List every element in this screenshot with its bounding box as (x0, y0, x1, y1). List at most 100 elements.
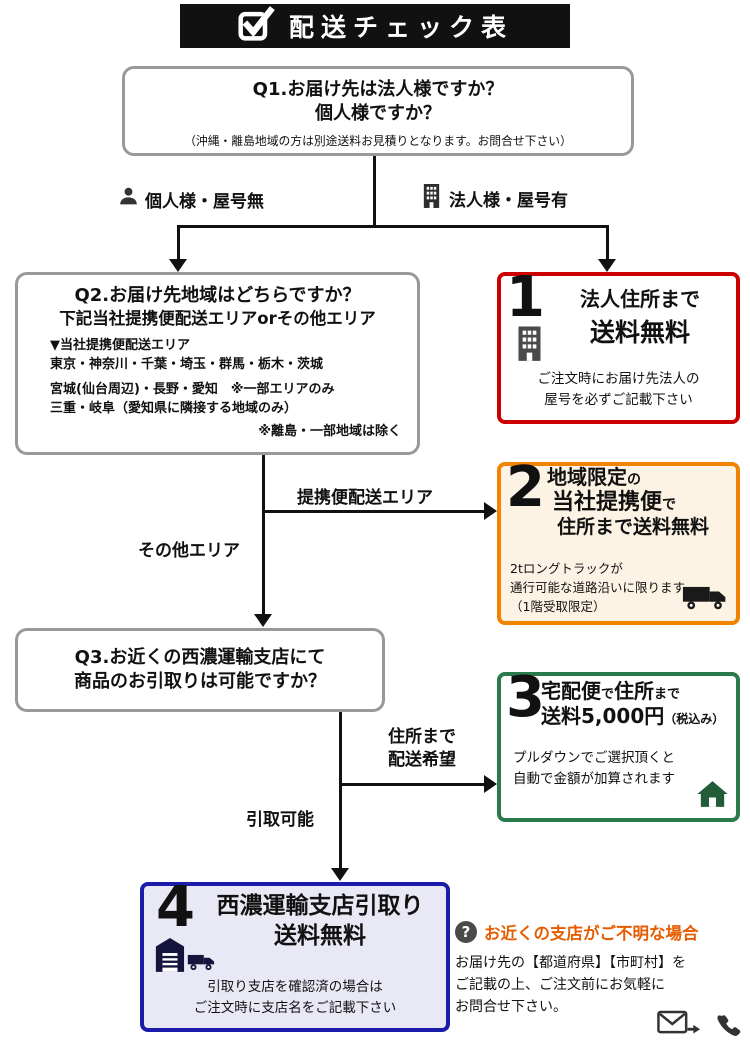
result-4-note-line1: 引取り支店を確認済の場合は (207, 979, 383, 996)
result-2-title1: 地域限定 (547, 465, 627, 489)
q2-area-list: ▼当社提携便配送エリア 東京・神奈川・千葉・埼玉・群馬・栃木・茨城 宮城(仙台周… (50, 336, 417, 419)
q2-line1: Q2.お届け先地域はどちらですか？ (74, 285, 361, 306)
result-2-title3: 住所まで送料無料 (557, 515, 710, 538)
q3-line2: 商品のお引取りは可能ですか？ (74, 671, 326, 693)
result-1-box: 1 法人住所まで 送料無料 ご注文時にお届け先法人の 屋号を必ずご記載下さい (497, 265, 740, 424)
contact-text: お届け先の【都道府県】【市町村】を ご記載の上、ご注文前にお気軽に お問合せ下さ… (455, 952, 747, 1018)
branch-address-delivery: 住所まで 配送希望 (388, 726, 456, 772)
result-3-title: 宅配便で住所まで 送料5,000円（税込み） (541, 679, 724, 729)
branch-address-line1: 住所まで (388, 727, 456, 747)
branch-personal-label: 個人様・屋号無 (145, 191, 264, 212)
contact-title-row: ? お近くの支店がご不明な場合 (455, 920, 747, 944)
connector-split-horizontal (177, 225, 609, 228)
result-4-note: 引取り支店を確認済の場合は ご注文時に支店名をご記載下さい (144, 977, 446, 1019)
result-3-title1d: まで (654, 687, 681, 702)
branch-partner-area: 提携便配送エリア (297, 483, 433, 508)
q1-line2: 個人様ですか？ (315, 103, 441, 125)
result-4-box: 4 西濃運輸支店引取り 送料無料 引取り支店を確認済の場合は ご (140, 875, 450, 1032)
result-3-title2: 送料5,000円 (541, 704, 665, 728)
arrow-into-result4 (331, 868, 349, 881)
building-icon (513, 324, 546, 366)
branch-other-area: その他エリア (138, 536, 240, 561)
result-1-title: 法人住所まで 送料無料 (549, 283, 731, 349)
result-1-note: ご注文時にお届け先法人の 屋号を必ずご記載下さい (501, 369, 736, 411)
q2-area-header: ▼当社提携便配送エリア (50, 337, 190, 353)
q2-line2: 下記当社提携便配送エリアorその他エリア (59, 309, 376, 329)
question-icon: ? (455, 921, 477, 943)
result-2-note-line1: 2tロングトラックが (510, 561, 623, 576)
connector-q2-down (262, 455, 265, 615)
result-1-title-line2: 送料無料 (589, 318, 690, 347)
branch-address-line2: 配送希望 (388, 749, 456, 770)
result-2-title: 地域限定の 当社提携便で 住所まで送料無料 (547, 465, 710, 538)
result-2-title2-suffix: で (662, 496, 677, 513)
result-4-title-line1: 西濃運輸支店引取り (216, 893, 424, 919)
contact-line3: お問合せ下さい。 (455, 999, 567, 1016)
result-1-number: 1 (506, 265, 545, 330)
result-3-note: プルダウンでご選択頂くと 自動で金額が加算されます (513, 748, 675, 790)
result-2-title2: 当社提携便 (552, 489, 663, 515)
result-3-title1c: 住所 (614, 679, 655, 703)
header-bar: 配送チェック表 (180, 4, 570, 48)
result-2-title1-suffix: の (627, 472, 641, 488)
q1-note: （沖縄・離島地域の方は別途送料お見積りとなります。お問合せ下さい） (184, 133, 572, 148)
connector-to-q2 (177, 225, 180, 261)
result-1-title-line1: 法人住所まで (580, 287, 700, 311)
q1-line1: Q1.お届け先は法人様ですか？ (252, 79, 504, 100)
q2-note: ※離島・一部地域は除く (258, 423, 401, 439)
q2-area-row2: 宮城(仙台周辺)・長野・愛知 ※一部エリアのみ (50, 381, 335, 397)
contact-line1: お届け先の【都道府県】【市町村】を (455, 955, 686, 971)
q2-area-row1: 東京・神奈川・千葉・埼玉・群馬・栃木・茨城 (50, 357, 324, 373)
result-3-title2-suffix: （税込み） (664, 712, 725, 726)
branch-corporate-label: 法人様・屋号有 (449, 190, 568, 211)
branch-pickup-label: 引取可能 (246, 810, 314, 830)
connector-q3-down (339, 712, 342, 869)
person-icon (118, 186, 139, 212)
q3-line1: Q3.お近くの西濃運輸支店にて (74, 647, 326, 668)
result-1-note-line1: ご注文時にお届け先法人の (537, 371, 700, 388)
truck-icon (682, 584, 730, 616)
arrow-into-q3 (254, 614, 272, 627)
arrow-into-q2 (169, 259, 187, 272)
connector-to-result3 (339, 783, 484, 786)
checkbox-check-icon (237, 6, 275, 46)
branch-personal: 個人様・屋号無 (118, 186, 264, 212)
result-3-number: 3 (506, 665, 545, 730)
result-3-note-line2: 自動で金額が加算されます (513, 770, 675, 787)
house-icon (696, 780, 729, 812)
result-2-number: 2 (506, 455, 545, 520)
result-3-title1a: 宅配便 (541, 679, 601, 703)
result-2-note-line2: 通行可能な道路沿いに限ります (510, 579, 686, 595)
contact-block: ? お近くの支店がご不明な場合 お届け先の【都道府県】【市町村】を ご記載の上、… (455, 920, 747, 1036)
result-1-note-line2: 屋号を必ずご記載下さい (544, 392, 693, 409)
result-4-note-line2: ご注文時に支店名をご記載下さい (193, 1000, 397, 1017)
warehouse-truck-icon (154, 934, 216, 978)
contact-icons (657, 1008, 741, 1043)
connector-q1-down (373, 155, 376, 227)
branch-partner-area-label: 提携便配送エリア (297, 488, 433, 508)
q3-box: Q3.お近くの西濃運輸支店にて 商品のお引取りは可能ですか？ (15, 628, 385, 712)
arrow-into-result2 (484, 502, 497, 520)
connector-to-result2 (262, 510, 484, 513)
result-2-note: 2tロングトラックが 通行可能な道路沿いに限ります （1階受取限定） (510, 560, 685, 616)
branch-other-area-label: その他エリア (138, 541, 240, 561)
arrow-into-result1 (598, 259, 616, 272)
result-3-box: 3 宅配便で住所まで 送料5,000円（税込み） プルダウンでご選択頂くと 自動… (497, 665, 740, 822)
page-title: 配送チェック表 (288, 13, 513, 42)
result-3-note-line1: プルダウンでご選択頂くと (513, 750, 675, 766)
result-2-note-line3: （1階受取限定） (510, 598, 606, 614)
result-4-title: 西濃運輸支店引取り 送料無料 (196, 892, 444, 952)
arrow-into-result3 (484, 775, 497, 793)
branch-pickup-possible: 引取可能 (246, 805, 314, 830)
contact-title: お近くの支店がご不明な場合 (484, 924, 699, 943)
result-3-title1b: で (601, 687, 615, 702)
phone-icon (715, 1013, 741, 1043)
connector-to-result1 (606, 225, 609, 261)
result-4-number: 4 (156, 875, 195, 940)
building-icon (420, 183, 443, 213)
result-4-title-line2: 送料無料 (274, 922, 366, 949)
result-2-box: 2 地域限定の 当社提携便で 住所まで送料無料 2tロングトラックが 通行可能な… (497, 455, 740, 625)
contact-line2: ご記載の上、ご注文前にお気軽に (455, 977, 665, 994)
branch-corporate: 法人様・屋号有 (420, 183, 568, 213)
